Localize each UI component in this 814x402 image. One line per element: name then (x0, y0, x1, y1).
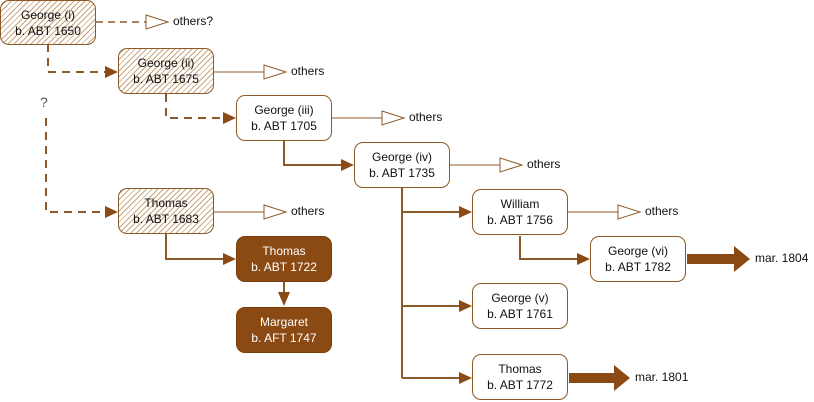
node-george-vi[interactable]: George (vi) b. ABT 1782 (590, 236, 686, 282)
node-birth: b. ABT 1735 (369, 166, 435, 180)
open-arrow-head (499, 157, 524, 173)
node-george-iv[interactable]: George (iv) b. ABT 1735 (354, 142, 450, 188)
label-others: others (291, 204, 325, 218)
connector-george-i-george-ii (47, 44, 108, 73)
label-marriage-1804: mar. 1804 (755, 251, 809, 265)
connector-unknown-thomas (45, 118, 108, 213)
arrow-head (223, 253, 236, 265)
open-arrow-head (381, 110, 406, 126)
node-george-iii[interactable]: George (iii) b. ABT 1705 (236, 95, 332, 141)
node-birth: b. ABT 1722 (251, 260, 317, 274)
arrow-head (459, 206, 472, 218)
node-birth: b. AFT 1747 (251, 331, 317, 345)
node-name: George (vi) (607, 244, 669, 258)
node-name: Thomas (262, 244, 306, 258)
node-name: William (500, 197, 540, 211)
arrow-head (105, 66, 118, 78)
node-name: Thomas (498, 362, 542, 376)
thick-arrow-mar-1801 (569, 365, 630, 391)
label-others: others (291, 64, 325, 78)
node-thomas-1683[interactable]: Thomas b. ABT 1683 (118, 188, 214, 234)
node-thomas-1772[interactable]: Thomas b. ABT 1772 (472, 354, 568, 400)
connector-george-ii-george-iii (165, 94, 226, 119)
arrow-head (459, 300, 472, 312)
label-others-question: others? (173, 14, 214, 28)
open-arrow-head (263, 64, 288, 80)
node-birth: b. ABT 1772 (487, 378, 553, 392)
node-william[interactable]: William b. ABT 1756 (472, 189, 568, 235)
node-birth: b. ABT 1782 (605, 260, 671, 274)
node-thomas-1722[interactable]: Thomas b. ABT 1722 (236, 236, 332, 282)
node-birth: b. ABT 1650 (15, 23, 81, 38)
node-name: George (iii) (254, 103, 314, 117)
open-arrow-head (145, 14, 170, 30)
open-arrow-head (263, 204, 288, 220)
connector-george-iii-george-iv (283, 140, 344, 166)
arrow-head (278, 292, 290, 306)
node-name: Margaret (259, 315, 309, 329)
node-name: Thomas (144, 196, 188, 210)
node-birth: b. ABT 1683 (133, 212, 199, 226)
thick-arrow-mar-1804 (687, 246, 750, 272)
arrow-head (223, 112, 236, 124)
arrow-head (459, 372, 472, 384)
label-marriage-1801: mar. 1801 (635, 370, 689, 384)
node-name: George (iv) (371, 150, 433, 164)
label-others: others (645, 204, 679, 218)
connector-thomas-1683-thomas-1722 (165, 234, 226, 260)
node-margaret[interactable]: Margaret b. AFT 1747 (236, 307, 332, 353)
arrow-head (341, 159, 354, 171)
open-arrow-head (617, 204, 642, 220)
node-name: George (i) (20, 7, 76, 22)
arrow-head (577, 253, 590, 265)
node-birth: b. ABT 1675 (133, 72, 199, 86)
node-george-i[interactable]: George (i) b. ABT 1650 (0, 0, 96, 45)
node-george-v[interactable]: George (v) b. ABT 1761 (472, 283, 568, 329)
node-birth: b. ABT 1756 (487, 213, 553, 227)
node-name: George (ii) (137, 56, 195, 70)
label-others: others (527, 157, 561, 171)
node-name: George (v) (491, 291, 549, 305)
node-birth: b. ABT 1705 (251, 119, 317, 133)
node-george-ii[interactable]: George (ii) b. ABT 1675 (118, 48, 214, 94)
arrow-head (105, 206, 118, 218)
label-others: others (409, 110, 443, 124)
label-unknown-parent: ? (40, 94, 48, 110)
connector-william-george-vi (519, 236, 580, 260)
node-birth: b. ABT 1761 (487, 307, 553, 321)
